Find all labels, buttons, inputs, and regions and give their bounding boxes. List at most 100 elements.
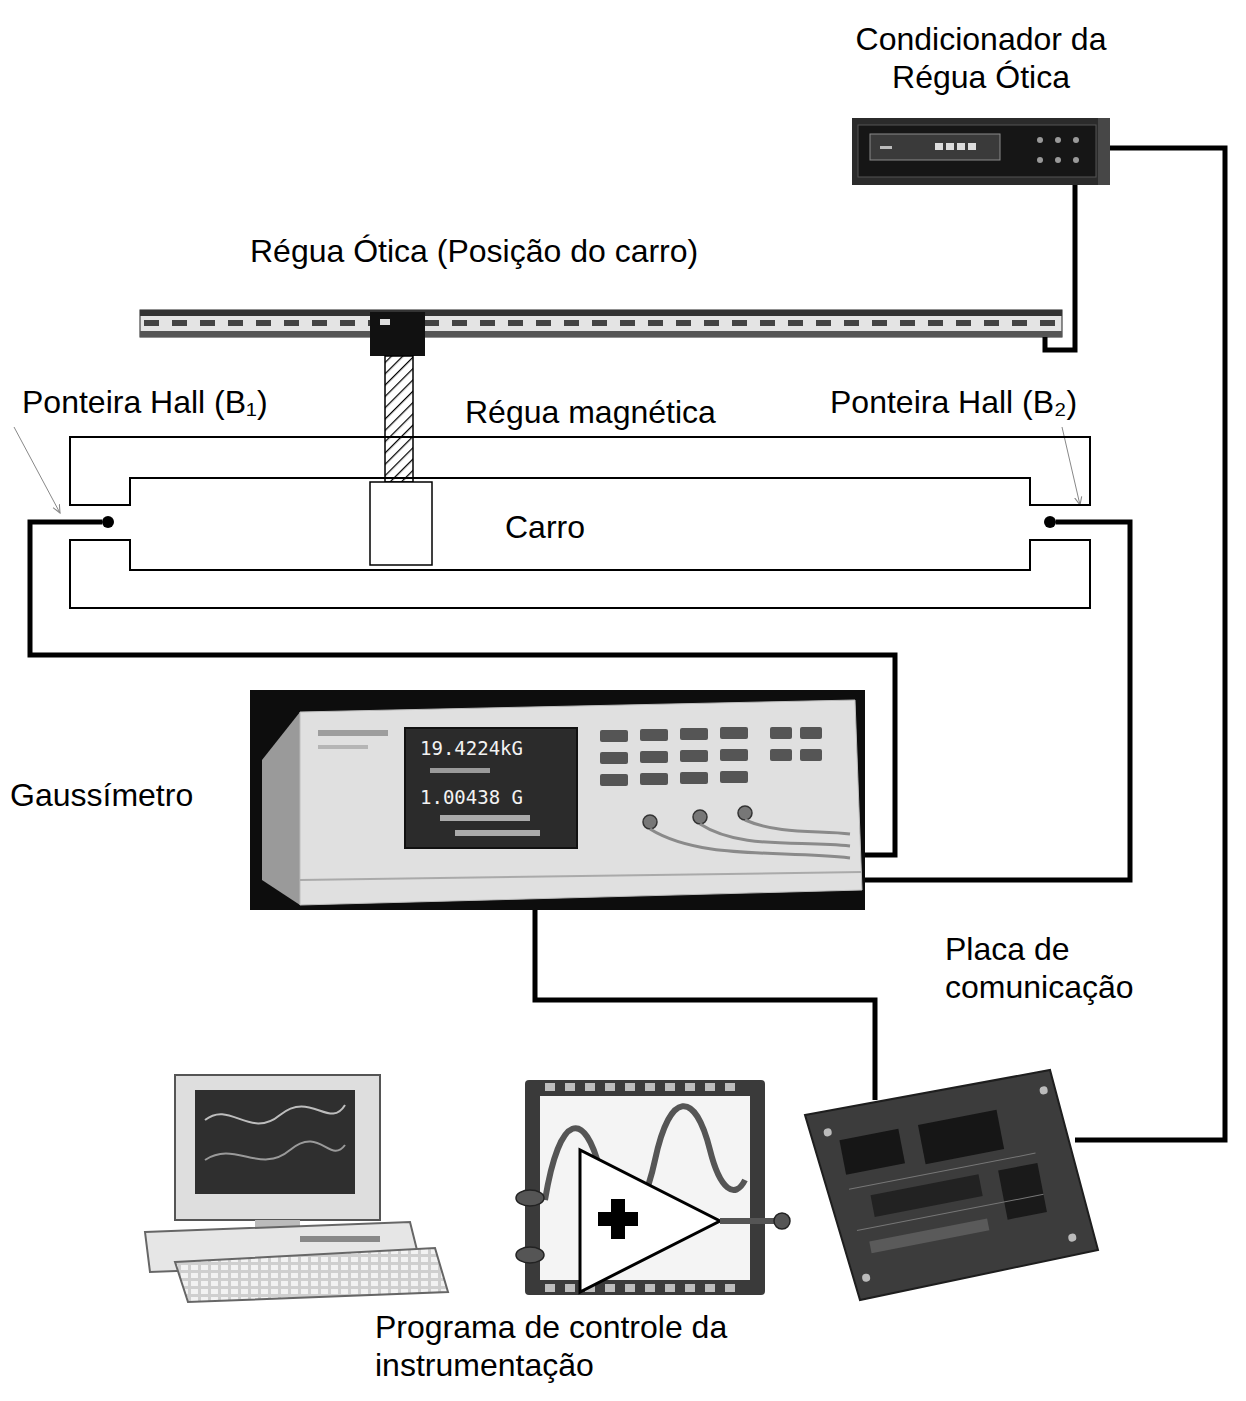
- software-icon: [545, 1083, 555, 1091]
- conditioner-device: [1055, 137, 1061, 143]
- ruler-reader-head: [370, 312, 425, 356]
- conditioner-device: [946, 143, 954, 150]
- gaussmeter-device: [640, 751, 668, 763]
- conditioner-device: [968, 143, 976, 150]
- software-icon: [645, 1083, 655, 1091]
- gaussmeter-device: [262, 712, 300, 905]
- node-label: Carro: [505, 508, 585, 546]
- gaussmeter-device: [680, 728, 708, 740]
- node-label: Programa de controle da instrumentação: [375, 1308, 805, 1385]
- software-icon: [725, 1284, 735, 1292]
- leader-arrow: [1062, 427, 1080, 505]
- hall-probe: Ponteira Hall (B₂): [1044, 516, 1056, 528]
- outline-shape: [130, 478, 1030, 570]
- computer-icon: [195, 1090, 355, 1194]
- carriage-block: [370, 482, 432, 565]
- conditioner-device: [957, 143, 965, 150]
- communication-board: [861, 1273, 870, 1282]
- outline-shape: [70, 437, 1090, 608]
- gaussmeter-device: [770, 749, 792, 761]
- software-icon: [705, 1083, 715, 1091]
- display-reading: 19.4224kG: [420, 737, 523, 760]
- gaussmeter-device: [720, 727, 748, 739]
- gaussmeter-device: [405, 728, 577, 848]
- gaussmeter-device: [738, 806, 752, 820]
- software-icon: [665, 1284, 675, 1292]
- communication-board: [918, 1110, 1004, 1165]
- software-icon: [580, 1150, 720, 1292]
- communication-board: [849, 1153, 1036, 1189]
- cable-wire: [1045, 185, 1075, 350]
- conditioner-device: [1037, 137, 1043, 143]
- gaussmeter-device: [720, 771, 748, 783]
- gaussmeter-device: [800, 749, 822, 761]
- conditioner-device: [1073, 137, 1079, 143]
- conditioner-device: [852, 118, 1110, 185]
- software-icon: [516, 1080, 790, 1295]
- cable-wire: [535, 910, 875, 1100]
- carriage-box: Carro: [130, 478, 1030, 570]
- ruler-reader-head: [370, 312, 425, 356]
- software-icon: [605, 1284, 615, 1292]
- board-node: Placa de comunicação: [805, 1100, 1075, 1300]
- gaussmeter-device: [800, 727, 822, 739]
- gaussmeter-device: [640, 729, 668, 741]
- node-label: Ponteira Hall (B₂): [830, 383, 1077, 421]
- gaussmeter-device: [318, 745, 368, 749]
- computer-icon: [205, 1105, 345, 1124]
- communication-board: [805, 1070, 1098, 1300]
- gaussmeter-device: [720, 749, 748, 761]
- software-icon: [565, 1284, 575, 1292]
- label-anchor: 1.00438 G: [420, 786, 523, 809]
- gaussmeter-device: [440, 815, 530, 821]
- software-node: Programa de controle da instrumentação: [515, 1075, 795, 1300]
- software-icon: [516, 1247, 544, 1263]
- gaussmeter-device: [643, 815, 657, 829]
- conditioner-device: [1055, 157, 1061, 163]
- computer-icon: [300, 1236, 380, 1242]
- label-anchor: 19.4224kG: [420, 737, 523, 760]
- communication-board: [1068, 1233, 1077, 1242]
- communication-board: [805, 1070, 1098, 1300]
- communication-board: [857, 1194, 1044, 1230]
- communication-board: [1039, 1086, 1048, 1095]
- hall-probe: Ponteira Hall (B₁): [102, 516, 114, 528]
- communication-board: [823, 1086, 1077, 1285]
- gaussmeter-device: [250, 690, 865, 910]
- software-icon: [705, 1284, 715, 1292]
- gaussmeter-device: [300, 700, 862, 905]
- software-icon: [525, 1080, 765, 1295]
- software-icon: [725, 1083, 735, 1091]
- software-icon: [645, 1284, 655, 1292]
- gaussmeter-device: [430, 768, 490, 773]
- gaussmeter-device: [600, 752, 628, 764]
- leader-arrow: [14, 427, 1080, 513]
- conditioner-device: [858, 125, 1096, 177]
- gaussmeter-device: [250, 690, 865, 910]
- magnetic-ruler-frame: Régua magnéticaPonteira Hall (B₁)Ponteir…: [70, 437, 1090, 608]
- leader-arrow: [14, 427, 60, 513]
- communication-board: [823, 1128, 832, 1137]
- software-icon: [565, 1083, 575, 1091]
- carriage-rod: [385, 356, 413, 482]
- computer-icon: [205, 1141, 345, 1160]
- conditioner-device: [852, 118, 1110, 185]
- conditioner-device: [880, 146, 892, 149]
- conditioner-device: [1037, 157, 1043, 163]
- software-icon: [611, 1199, 625, 1239]
- communication-board: [839, 1129, 905, 1175]
- gaussmeter-device: [680, 750, 708, 762]
- software-icon: [685, 1284, 695, 1292]
- node-label: Gaussímetro: [10, 776, 193, 814]
- gaussmeter-device: [455, 830, 540, 836]
- node-label: Ponteira Hall (B₁): [22, 383, 268, 421]
- computer-icon: [175, 1248, 448, 1302]
- software-icon: [516, 1190, 544, 1206]
- conditioner-device: [1073, 157, 1079, 163]
- gaussmeter-device: [640, 773, 668, 785]
- node-label: Condicionador da Régua Ótica: [851, 20, 1111, 97]
- node-label: Régua Ótica (Posição do carro): [250, 232, 698, 270]
- ruler-reader-head: [380, 319, 390, 325]
